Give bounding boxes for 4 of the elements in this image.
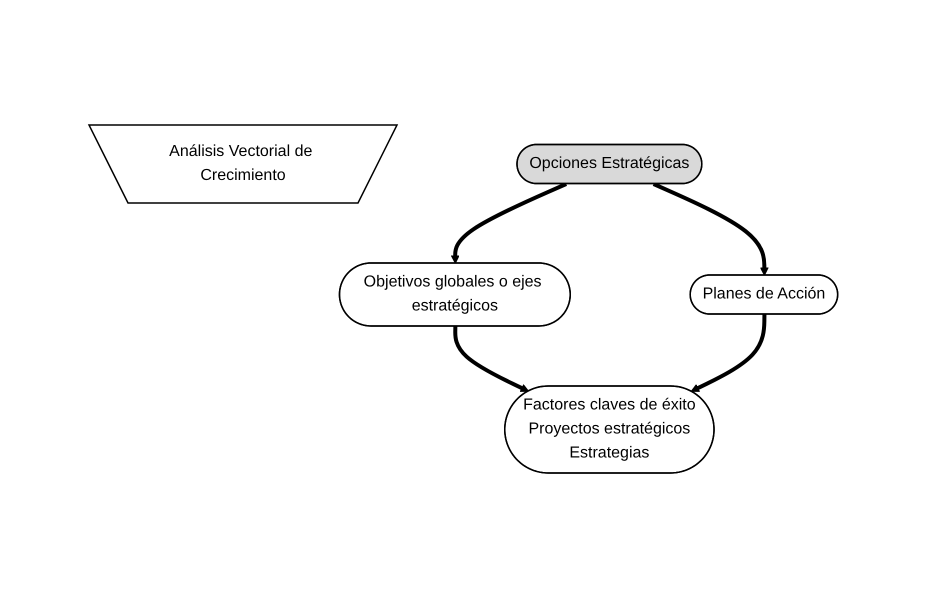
arrow (452, 326, 529, 392)
arrow (450, 182, 567, 264)
arrow (690, 314, 766, 392)
arrow (652, 182, 768, 276)
